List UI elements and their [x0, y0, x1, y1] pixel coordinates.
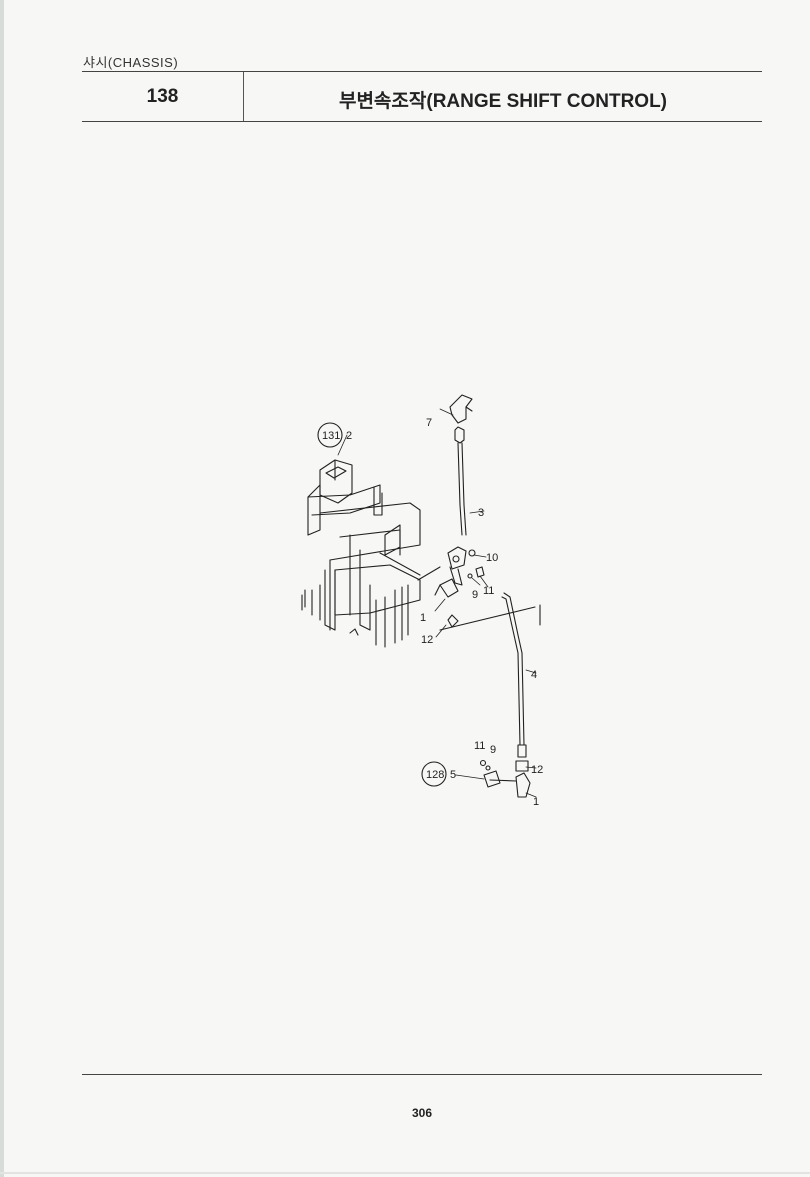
scan-edge — [0, 0, 4, 1177]
section-label: 샤시(CHASSIS) — [83, 55, 179, 70]
callout-9a: 9 — [472, 589, 478, 601]
callout-11a: 11 — [483, 585, 494, 597]
header-rule-bottom — [82, 121, 762, 122]
shift-lever — [447, 394, 473, 570]
callout-4: 4 — [531, 669, 537, 681]
page-code: 138 — [146, 86, 179, 107]
callout-2: 2 — [346, 430, 352, 442]
callout-11b: 11 — [474, 740, 485, 752]
callout-128: 128 — [426, 769, 444, 781]
ref-circle-128 — [421, 761, 447, 787]
range-shift-control-drawing: 7 131 2 3 10 9 11 1 12 4 11 9 128 5 12 1 — [301, 394, 543, 808]
callout-1a: 1 — [420, 612, 426, 624]
control-cable — [501, 592, 529, 772]
header-rule-top — [82, 71, 762, 72]
ref-circle-131 — [317, 422, 343, 448]
page-title: 부변속조작(RANGE SHIFT CONTROL) — [338, 91, 668, 112]
callout-12a: 12 — [421, 634, 433, 646]
callout-12b: 12 — [531, 764, 543, 776]
exploded-parts-diagram: 7 131 2 3 10 9 11 1 12 4 11 9 128 5 12 1 — [290, 385, 560, 825]
lever-link — [434, 566, 463, 628]
callout-131: 131 — [322, 430, 340, 442]
page-number: 306 — [411, 1106, 433, 1120]
footer-rule — [82, 1074, 762, 1075]
callout-1b: 1 — [533, 796, 539, 808]
leader-lines — [337, 408, 537, 798]
callout-7: 7 — [426, 417, 432, 429]
header-divider — [243, 72, 244, 121]
mount-bracket-assembly — [301, 459, 441, 648]
callout-10: 10 — [486, 552, 498, 564]
callout-3: 3 — [478, 507, 484, 519]
fasteners — [439, 549, 541, 631]
scan-bottom-edge — [0, 1172, 810, 1174]
callout-9b: 9 — [490, 744, 496, 756]
callout-5: 5 — [450, 769, 456, 781]
lower-cable-end — [479, 759, 531, 798]
